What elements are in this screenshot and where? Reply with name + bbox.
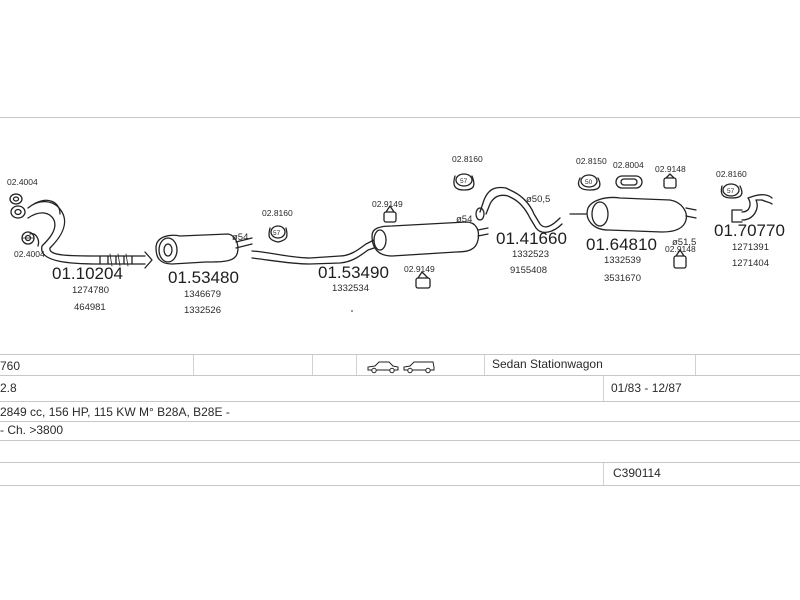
center-pipe-part — [475, 186, 563, 234]
clamp-icon — [268, 225, 288, 243]
part-number-labels: 01.10204 01.53480 01.53490 01.41660 01.6… — [52, 221, 785, 287]
diameter-label: ø54 — [456, 214, 472, 225]
diameter-label: ø50,5 — [526, 194, 550, 205]
part-number: 01.64810 — [586, 235, 657, 254]
top-border — [0, 117, 800, 118]
reference-number: 1271404 — [732, 258, 769, 269]
table-divider — [0, 462, 800, 463]
column-divider — [193, 355, 194, 375]
intermediate-pipe-part — [251, 221, 489, 265]
fitting-code: 02.8160 — [716, 169, 747, 179]
clamp-size-labels: 57 57 50 57 — [273, 178, 735, 237]
part-number: 01.41660 — [496, 229, 567, 248]
diameter-label: ø51,5 — [672, 237, 696, 248]
reference-number: 1271391 — [732, 242, 769, 253]
stationwagon-car-icon — [403, 361, 435, 374]
tailpipe-part — [731, 194, 773, 223]
scan-dot — [351, 310, 353, 312]
reference-number-labels: 1274780 464981 1346679 1332526 1332534 1… — [72, 242, 769, 316]
fitting-code: 02.8004 — [613, 160, 644, 170]
chassis-range: - Ch. >3800 — [0, 423, 64, 437]
flange-gasket-icon — [615, 175, 643, 189]
sedan-car-icon — [367, 361, 399, 374]
part-number: 01.70770 — [714, 221, 785, 240]
fitting-code: 02.9148 — [665, 244, 696, 254]
engine-details: 2849 cc, 156 HP, 115 KW M° B28A, B28E - — [0, 405, 230, 419]
front-muffler-part — [155, 233, 253, 265]
fitting-code: 02.4004 — [7, 177, 38, 187]
diameter-label: ø54 — [232, 232, 248, 243]
reference-number: 1332539 — [604, 255, 641, 266]
fitting-code: 02.9149 — [372, 199, 403, 209]
reference-number: 464981 — [74, 302, 106, 313]
table-divider — [0, 375, 800, 376]
column-divider — [356, 355, 357, 375]
reference-number: 1346679 — [184, 289, 221, 300]
column-divider — [603, 463, 604, 485]
fitting-code: 02.9149 — [404, 264, 435, 274]
catalog-id: C390114 — [613, 466, 661, 480]
clamp-icon — [577, 174, 601, 191]
rear-muffler-part — [569, 196, 697, 233]
hanger-icon — [415, 271, 431, 289]
fitting-code: 02.8160 — [452, 154, 483, 164]
reference-number: 1332526 — [184, 305, 221, 316]
fitting-code: 02.8150 — [576, 156, 607, 166]
fitting-code: 02.8160 — [262, 208, 293, 218]
production-years: 01/83 - 12/87 — [611, 381, 682, 395]
clamp-icon — [453, 173, 475, 191]
front-pipe-part — [27, 199, 153, 269]
clamp-icon — [720, 183, 743, 199]
clamp-size: 57 — [727, 188, 735, 195]
model-code: 760 — [0, 359, 21, 373]
table-divider — [0, 440, 800, 441]
fitting-code-labels: 02.4004 02.4004 02.8160 02.9149 02.9149 … — [7, 154, 747, 274]
part-number: 01.53480 — [168, 268, 239, 287]
clamp-size: 50 — [585, 179, 593, 186]
reference-number: 3531670 — [604, 273, 641, 284]
reference-number: 1332523 — [512, 249, 549, 260]
hanger-icon — [673, 249, 687, 269]
flange-gasket-icon — [21, 231, 35, 245]
clamp-size: 57 — [460, 178, 468, 185]
table-divider — [0, 485, 800, 486]
dimension-labels: ø54 ø54 ø50,5 ø51,5 — [232, 194, 696, 248]
reference-number: 1332534 — [332, 283, 369, 294]
body-types: Sedan Stationwagon — [492, 357, 603, 371]
column-divider — [603, 376, 604, 401]
hanger-icon — [383, 205, 397, 223]
fitting-code: 02.9148 — [655, 164, 686, 174]
flange-gasket-icon — [9, 193, 26, 219]
part-number: 01.53490 — [318, 263, 389, 282]
column-divider — [484, 355, 485, 375]
clamp-size: 57 — [273, 230, 281, 237]
reference-number: 9155408 — [510, 265, 547, 276]
column-divider — [695, 355, 696, 375]
fitting-code: 02.4004 — [14, 249, 45, 259]
hanger-icon — [663, 173, 677, 189]
engine-size: 2.8 — [0, 381, 17, 395]
column-divider — [312, 355, 313, 375]
table-divider — [0, 354, 800, 355]
table-divider — [0, 421, 800, 422]
table-divider — [0, 401, 800, 402]
reference-number: 1274780 — [72, 285, 109, 296]
part-number: 01.10204 — [52, 264, 123, 283]
